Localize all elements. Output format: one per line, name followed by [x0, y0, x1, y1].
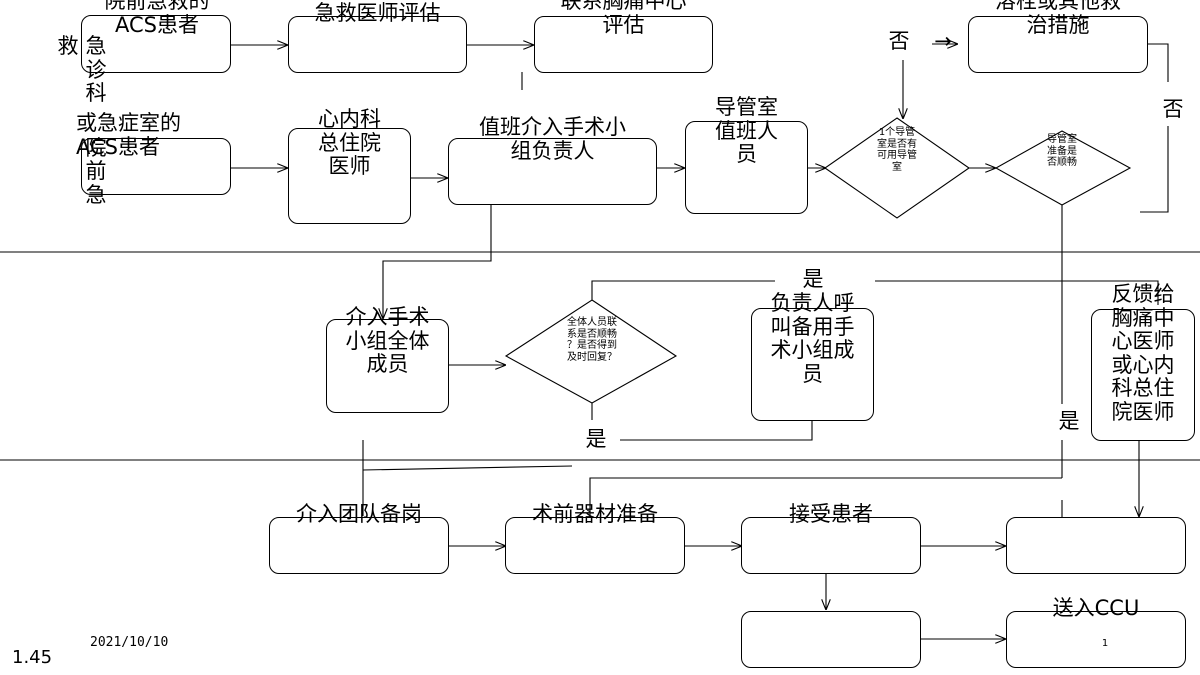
decision-all-contacted: 全体人员联 系是否顺畅 ？是否得到 及时回复？ — [567, 317, 617, 363]
edge-label-no-right: 否 — [1162, 97, 1184, 121]
node-team-standby: 介入团队备岗 — [296, 502, 422, 526]
decision-all-contacted-shape — [504, 299, 678, 404]
node-receive-patient: 接受患者 — [789, 502, 873, 526]
footer-version: 1.45 — [12, 647, 53, 668]
node-team-standby-box — [269, 517, 449, 574]
decision-cath-available-shape — [824, 117, 970, 219]
node-thrombolysis-box — [968, 16, 1148, 73]
edge-label-yes-right: 是 — [1058, 409, 1080, 433]
node-feedback-box — [1091, 309, 1195, 441]
footer-page-number: 1 — [1101, 638, 1109, 649]
node-chest-pain-center: 联系胸痛中心 评估 — [560, 0, 687, 37]
node-duty-leader-box — [448, 138, 657, 205]
node-er-doctor-assess: 急救医师评估 — [314, 1, 441, 25]
arrow-right-glyph: → — [934, 29, 952, 53]
decision-cath-ready: 导管室 准备是 否顺畅 — [1047, 134, 1077, 168]
node-receive-patient-box — [741, 517, 921, 574]
side-label-yuan: 院 — [85, 136, 107, 160]
side-label-emergency: 急 诊 科 — [85, 34, 107, 106]
side-label-jiu: 救 — [57, 34, 79, 58]
node-prehospital-acs: 院前急救的 ACS患者 — [104, 0, 210, 37]
node-duty-team-leader: 值班介入手术小 组负责人 — [479, 115, 626, 163]
node-leader-call-backup-box — [751, 308, 874, 421]
node-send-ccu-box — [1006, 611, 1186, 668]
edge-label-no-top: 否 — [888, 29, 910, 53]
node-chest-pain-center-box — [534, 16, 713, 73]
node-er-acs-patient: 或急症室的 ACS患者 — [76, 111, 181, 159]
node-send-ccu: 送入CCU — [1052, 596, 1140, 620]
node-cath-lab-staff-box — [685, 121, 808, 214]
edge-label-yes-middle: 是 — [802, 267, 824, 291]
node-preop-prep-box — [505, 517, 685, 574]
node-blank-right-box — [1006, 517, 1186, 574]
node-cardiology-resident-box — [288, 128, 411, 224]
node-team-members-box — [326, 319, 449, 413]
edge-label-yes-bottom: 是 — [585, 427, 607, 451]
node-er-doctor-assess-box — [288, 16, 467, 73]
decision-cath-ready-shape — [994, 130, 1132, 206]
node-blank-bottom-box — [741, 611, 921, 668]
node-feedback: 反馈给 胸痛中 心医师 或心内 科总住 院医师 — [1111, 282, 1175, 424]
decision-cath-available: 1个导管 室是否有 可用导管 室 — [877, 127, 917, 173]
node-thrombolysis: 溶栓或其他救 治措施 — [995, 0, 1121, 37]
node-preop-prep: 术前器材准备 — [532, 502, 658, 526]
node-er-acs-box — [81, 138, 231, 195]
node-cardiology-resident: 心内科 总住院 医师 — [318, 107, 381, 179]
footer-date: 2021/10/10 — [90, 635, 169, 650]
node-team-members: 介入手术 小组全体 成员 — [345, 305, 430, 377]
node-leader-call-backup: 负责人呼 叫备用手 术小组成 员 — [770, 291, 855, 386]
side-label-qianji: 前 急 — [85, 159, 107, 207]
node-cath-lab-staff: 导管室 值班人 员 — [715, 95, 778, 167]
node-prehospital-acs-box — [81, 15, 231, 73]
